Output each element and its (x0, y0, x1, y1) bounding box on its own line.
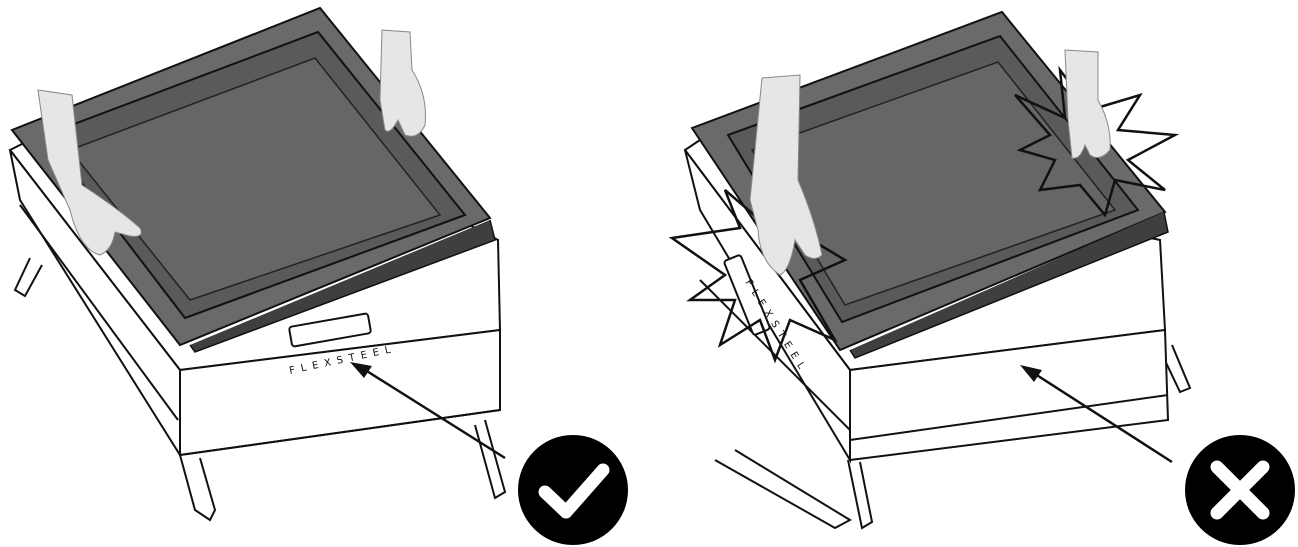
x-icon (1185, 435, 1295, 545)
panel-incorrect: FLEXSTEEL (668, 10, 1295, 545)
checkmark-icon (518, 435, 628, 545)
arrow-to-handle (350, 362, 506, 460)
panel-correct: FLEXSTEEL (8, 6, 628, 545)
handle-slot (288, 312, 372, 348)
arrow-to-front (1020, 365, 1173, 464)
handle-slot (723, 254, 771, 336)
hand-right (379, 29, 426, 137)
hand-left (37, 89, 142, 256)
ottoman-legs (714, 344, 1192, 530)
hand-right (1064, 49, 1111, 159)
hand-left (749, 74, 823, 276)
impact-burst-left (668, 171, 848, 364)
tray (10, 6, 496, 353)
ottoman-legs (13, 257, 507, 522)
